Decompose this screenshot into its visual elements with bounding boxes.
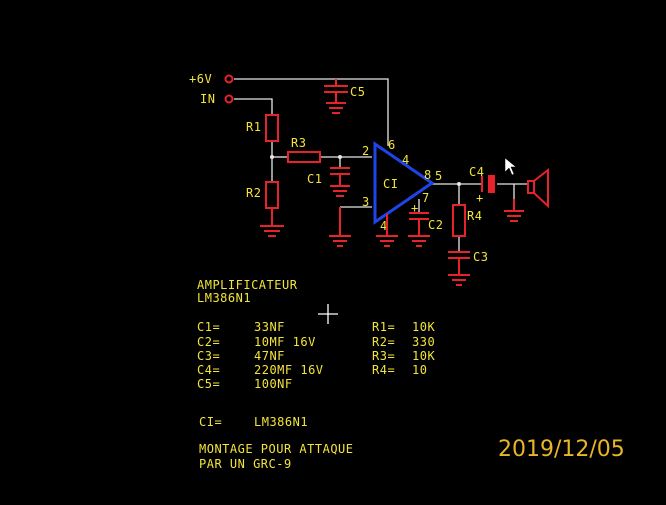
input-terminal xyxy=(224,94,234,104)
c3-label: C3 xyxy=(473,250,488,264)
r1-label: R1 xyxy=(246,120,261,134)
pin-4-top-label: 4 xyxy=(402,153,410,167)
cap-list-value: 10MF 16V xyxy=(254,335,316,349)
capacitor-c5: C5 xyxy=(324,79,365,114)
capacitor-list: C1= 33NF C2= 10MF 16V C3= 47NF C4= 220MF… xyxy=(197,320,324,391)
junction-dot xyxy=(457,182,461,186)
res-list-label: R2= xyxy=(372,335,395,349)
pin-4-bottom-label: 4 xyxy=(380,219,388,233)
title-line-1: AMPLIFICATEUR xyxy=(197,278,298,292)
ic-label: CI xyxy=(383,177,398,191)
note-line-2: PAR UN GRC-9 xyxy=(199,457,292,471)
r3-label: R3 xyxy=(291,136,306,150)
c2-label: C2 xyxy=(428,218,443,232)
r4-label: R4 xyxy=(467,209,482,223)
cap-list-label: C2= xyxy=(197,335,220,349)
speaker-icon xyxy=(504,167,549,222)
capacitor-c1: C1 xyxy=(307,167,350,197)
supply-terminal xyxy=(224,74,234,84)
pin-7-label: 7 xyxy=(422,191,430,205)
opamp-ci: CI 2 3 6 4 8 5 7 4 xyxy=(362,138,443,247)
resistor-list: R1= 10K R2= 330 R3= 10K R4= 10 xyxy=(372,320,435,377)
supply-wire xyxy=(234,78,389,146)
cap-list-value: 100NF xyxy=(254,377,293,391)
res-list-value: 10K xyxy=(412,320,435,334)
c1-label: C1 xyxy=(307,172,322,186)
supply-label: +6V xyxy=(189,72,212,86)
mouse-pointer-icon xyxy=(504,157,517,176)
cap-list-value: 220MF 16V xyxy=(254,363,324,377)
c4-label: C4 xyxy=(469,165,484,179)
date-stamp: 2019/12/05 xyxy=(498,437,625,462)
capacitor-c2: + C2 xyxy=(408,201,443,247)
cap-list-label: C3= xyxy=(197,349,220,363)
crosshair-icon xyxy=(318,304,338,324)
resistor-r2: R2 xyxy=(246,181,284,237)
input-label: IN xyxy=(200,92,215,106)
ic-ground xyxy=(376,214,398,247)
resistor-r4: R4 xyxy=(452,204,482,237)
cap-list-label: C4= xyxy=(197,363,220,377)
res-list-label: R3= xyxy=(372,349,395,363)
junction-dot xyxy=(338,155,342,159)
res-list-value: 330 xyxy=(412,335,435,349)
c5-label: C5 xyxy=(350,85,365,99)
res-list-value: 10 xyxy=(412,363,427,377)
res-list-value: 10K xyxy=(412,349,435,363)
pin-8-label: 8 xyxy=(424,168,432,182)
ground-symbol xyxy=(329,207,351,247)
pin-3-label: 3 xyxy=(362,195,370,209)
res-list-label: R1= xyxy=(372,320,395,334)
res-list-label: R4= xyxy=(372,363,395,377)
capacitor-c4: C4 + xyxy=(469,165,495,205)
junction-dot xyxy=(270,155,274,159)
note-line-1: MONTAGE POUR ATTAQUE xyxy=(199,442,354,456)
c4-plus: + xyxy=(476,191,484,205)
cap-list-value: 33NF xyxy=(254,320,285,334)
title-line-2: LM386N1 xyxy=(197,291,251,305)
cap-list-label: C1= xyxy=(197,320,220,334)
cap-list-label: C5= xyxy=(197,377,220,391)
resistor-r1: R1 xyxy=(246,114,279,142)
pin-2-label: 2 xyxy=(362,144,370,158)
pin-6-label: 6 xyxy=(388,138,396,152)
capacitor-c3: C3 xyxy=(448,250,488,286)
pin-5-label: 5 xyxy=(435,169,443,183)
c2-plus: + xyxy=(411,201,419,215)
resistor-r3: R3 xyxy=(287,136,321,163)
cap-list-value: 47NF xyxy=(254,349,285,363)
ic-line-value: LM386N1 xyxy=(254,415,308,429)
ic-line-label: CI= xyxy=(199,415,222,429)
input-wire xyxy=(234,98,273,115)
r2-label: R2 xyxy=(246,186,261,200)
